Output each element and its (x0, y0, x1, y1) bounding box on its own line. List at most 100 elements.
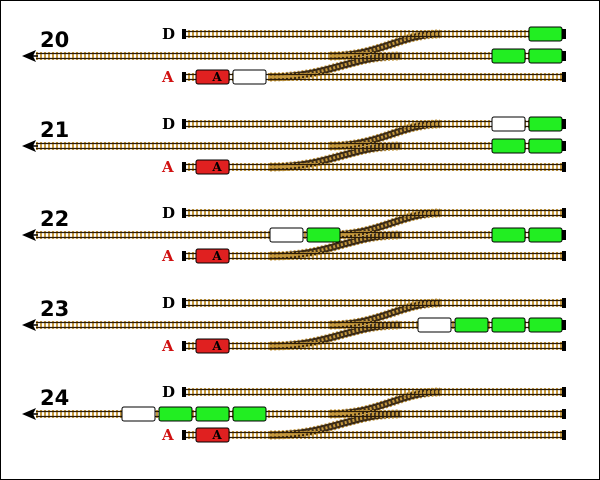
buffer-stop (562, 72, 566, 82)
track-label-a: A (161, 247, 174, 265)
track-label-a: A (161, 426, 174, 444)
buffer-stop (562, 298, 566, 308)
track-ties (183, 30, 565, 38)
loaded-car[interactable] (491, 138, 526, 154)
empty-car[interactable] (491, 116, 526, 132)
track-ties (183, 209, 565, 217)
buffer-stop (562, 119, 566, 129)
loaded-car[interactable] (528, 138, 563, 154)
track-label-d: D (162, 25, 175, 43)
loaded-car[interactable] (232, 406, 267, 422)
track-a (182, 251, 566, 261)
step-number: 21 (40, 118, 69, 142)
locomotive-label: A (211, 428, 222, 442)
buffer-stop (562, 230, 566, 240)
puzzle-step-24: 24 D A A (22, 383, 566, 444)
track-ties (183, 431, 565, 439)
empty-car[interactable] (269, 227, 304, 243)
buffer-stop (182, 387, 186, 397)
track-main (36, 409, 566, 419)
track-ties (183, 252, 565, 260)
buffer-stop (182, 251, 186, 261)
locomotive-body[interactable] (195, 338, 230, 354)
track-ties (36, 52, 565, 60)
buffer-stop (562, 141, 566, 151)
track-d (182, 29, 566, 39)
locomotive[interactable]: A (195, 248, 230, 264)
track-ties (183, 342, 565, 350)
track-ties (183, 388, 565, 396)
track-label-d: D (162, 204, 175, 222)
track-a (182, 430, 566, 440)
puzzle-step-22: 22 D A A (22, 204, 566, 265)
locomotive-label: A (211, 249, 222, 263)
track-ties (183, 299, 565, 307)
buffer-stop (562, 430, 566, 440)
track-d (182, 387, 566, 397)
track-d (182, 298, 566, 308)
loaded-car[interactable] (158, 406, 193, 422)
loaded-car[interactable] (528, 48, 563, 64)
buffer-stop (182, 341, 186, 351)
buffer-stop (562, 341, 566, 351)
track-ties (183, 163, 565, 171)
track-ties (36, 142, 565, 150)
loaded-car[interactable] (491, 227, 526, 243)
track-ties (183, 73, 565, 81)
buffer-stop (182, 119, 186, 129)
buffer-stop (182, 72, 186, 82)
track-label-d: D (162, 115, 175, 133)
puzzle-step-20: 20 D A A (22, 25, 566, 86)
empty-car[interactable] (417, 317, 452, 333)
exit-arrow-icon (22, 408, 36, 420)
empty-car[interactable] (232, 69, 267, 85)
locomotive-label: A (211, 339, 222, 353)
track-a (182, 341, 566, 351)
buffer-stop (562, 320, 566, 330)
exit-arrow-icon (22, 50, 36, 62)
buffer-stop (562, 162, 566, 172)
locomotive-body[interactable] (195, 427, 230, 443)
buffer-stop (562, 208, 566, 218)
buffer-stop (562, 251, 566, 261)
loaded-car[interactable] (195, 406, 230, 422)
track-label-d: D (162, 294, 175, 312)
loaded-car[interactable] (528, 116, 563, 132)
locomotive-body[interactable] (195, 159, 230, 175)
locomotive-body[interactable] (195, 69, 230, 85)
track-ties (183, 120, 565, 128)
buffer-stop (562, 51, 566, 61)
track-label-d: D (162, 383, 175, 401)
track-main (36, 141, 566, 151)
step-number: 20 (40, 28, 69, 52)
buffer-stop (562, 387, 566, 397)
locomotive-label: A (211, 70, 222, 84)
loaded-car[interactable] (528, 26, 563, 42)
exit-arrow-icon (22, 319, 36, 331)
loaded-car[interactable] (454, 317, 489, 333)
puzzle-step-21: 21 D A A (22, 115, 566, 176)
track-label-a: A (161, 337, 174, 355)
loaded-car[interactable] (306, 227, 341, 243)
buffer-stop (182, 162, 186, 172)
track-d (182, 208, 566, 218)
track-main (36, 51, 566, 61)
step-number: 22 (40, 207, 69, 231)
buffer-stop (182, 298, 186, 308)
track-label-a: A (161, 68, 174, 86)
buffer-stop (562, 29, 566, 39)
locomotive-body[interactable] (195, 248, 230, 264)
loaded-car[interactable] (528, 317, 563, 333)
exit-arrow-icon (22, 140, 36, 152)
locomotive[interactable]: A (195, 69, 230, 85)
locomotive[interactable]: A (195, 427, 230, 443)
locomotive[interactable]: A (195, 338, 230, 354)
loaded-car[interactable] (528, 227, 563, 243)
locomotive[interactable]: A (195, 159, 230, 175)
loaded-car[interactable] (491, 317, 526, 333)
loaded-car[interactable] (491, 48, 526, 64)
track-label-a: A (161, 158, 174, 176)
empty-car[interactable] (121, 406, 156, 422)
step-number: 24 (40, 386, 69, 410)
